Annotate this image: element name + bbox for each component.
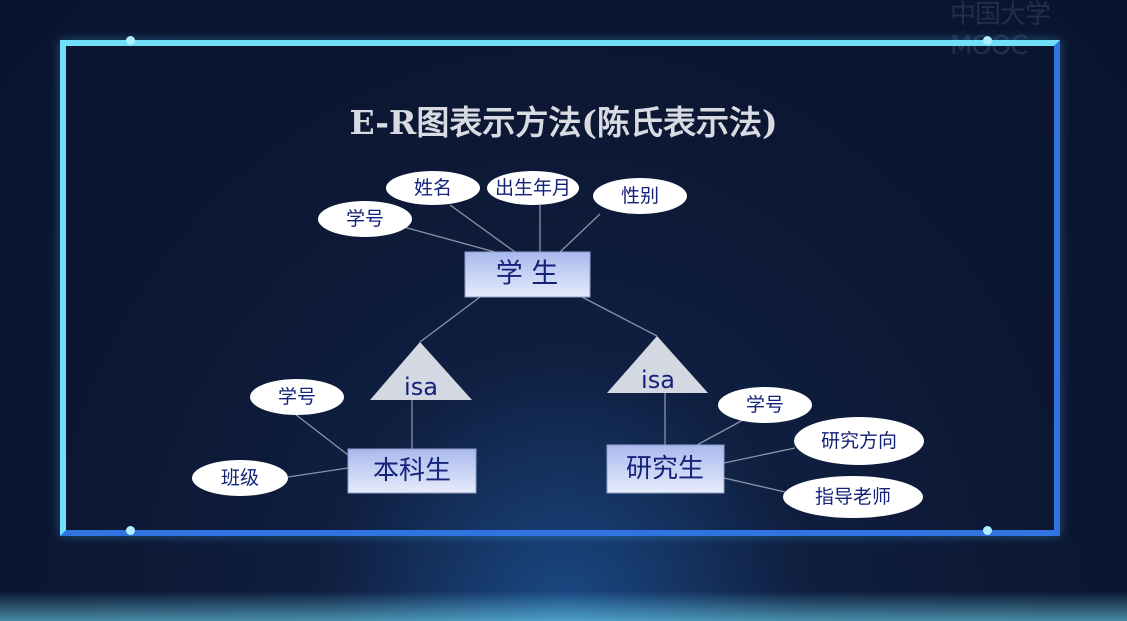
attribute-student-id: 学号 <box>318 201 412 237</box>
svg-text:性别: 性别 <box>621 185 659 207</box>
attribute-graduate-advisor: 指导老师 <box>783 476 923 518</box>
entity-label: 学 生 <box>496 259 559 290</box>
slide-frame <box>60 40 1060 536</box>
attribute-student-gender: 性别 <box>593 178 687 214</box>
entity-label: 研究生 <box>626 454 704 484</box>
isa-right-triangle: isa <box>607 336 708 394</box>
connector-lines <box>287 204 796 493</box>
slide-title: E-R图表示方法(陈氏表示法) <box>349 103 778 142</box>
attribute-student-birth: 出生年月 <box>487 171 579 205</box>
frame-dot <box>983 526 992 535</box>
svg-text:学号: 学号 <box>278 386 316 408</box>
svg-text:指导老师: 指导老师 <box>815 486 891 508</box>
mooc-watermark-logo: 中国大学MOOC <box>950 0 1051 61</box>
frame-dot <box>126 526 135 535</box>
attribute-graduate-direction: 研究方向 <box>794 417 924 465</box>
frame-dot <box>126 36 135 45</box>
entity-label: 本科生 <box>373 456 451 486</box>
isa-label: isa <box>404 373 438 401</box>
frame-dot <box>983 36 992 45</box>
svg-text:研究方向: 研究方向 <box>821 430 897 452</box>
isa-left-triangle: isa <box>370 342 472 401</box>
attribute-student-name: 姓名 <box>386 171 480 205</box>
isa-label: isa <box>641 366 675 394</box>
entity-graduate: 研究生 <box>606 444 725 494</box>
entity-student: 学 生 <box>464 251 591 298</box>
attribute-undergrad-id: 学号 <box>250 379 344 415</box>
attribute-undergrad-class: 班级 <box>192 460 288 496</box>
bottom-glow <box>0 591 1127 621</box>
svg-text:学号: 学号 <box>746 394 784 416</box>
svg-text:出生年月: 出生年月 <box>495 177 571 199</box>
svg-text:班级: 班级 <box>221 467 259 489</box>
svg-text:学号: 学号 <box>346 208 384 230</box>
attribute-graduate-id: 学号 <box>718 387 812 423</box>
svg-text:姓名: 姓名 <box>414 177 452 199</box>
entity-undergrad: 本科生 <box>347 448 477 494</box>
